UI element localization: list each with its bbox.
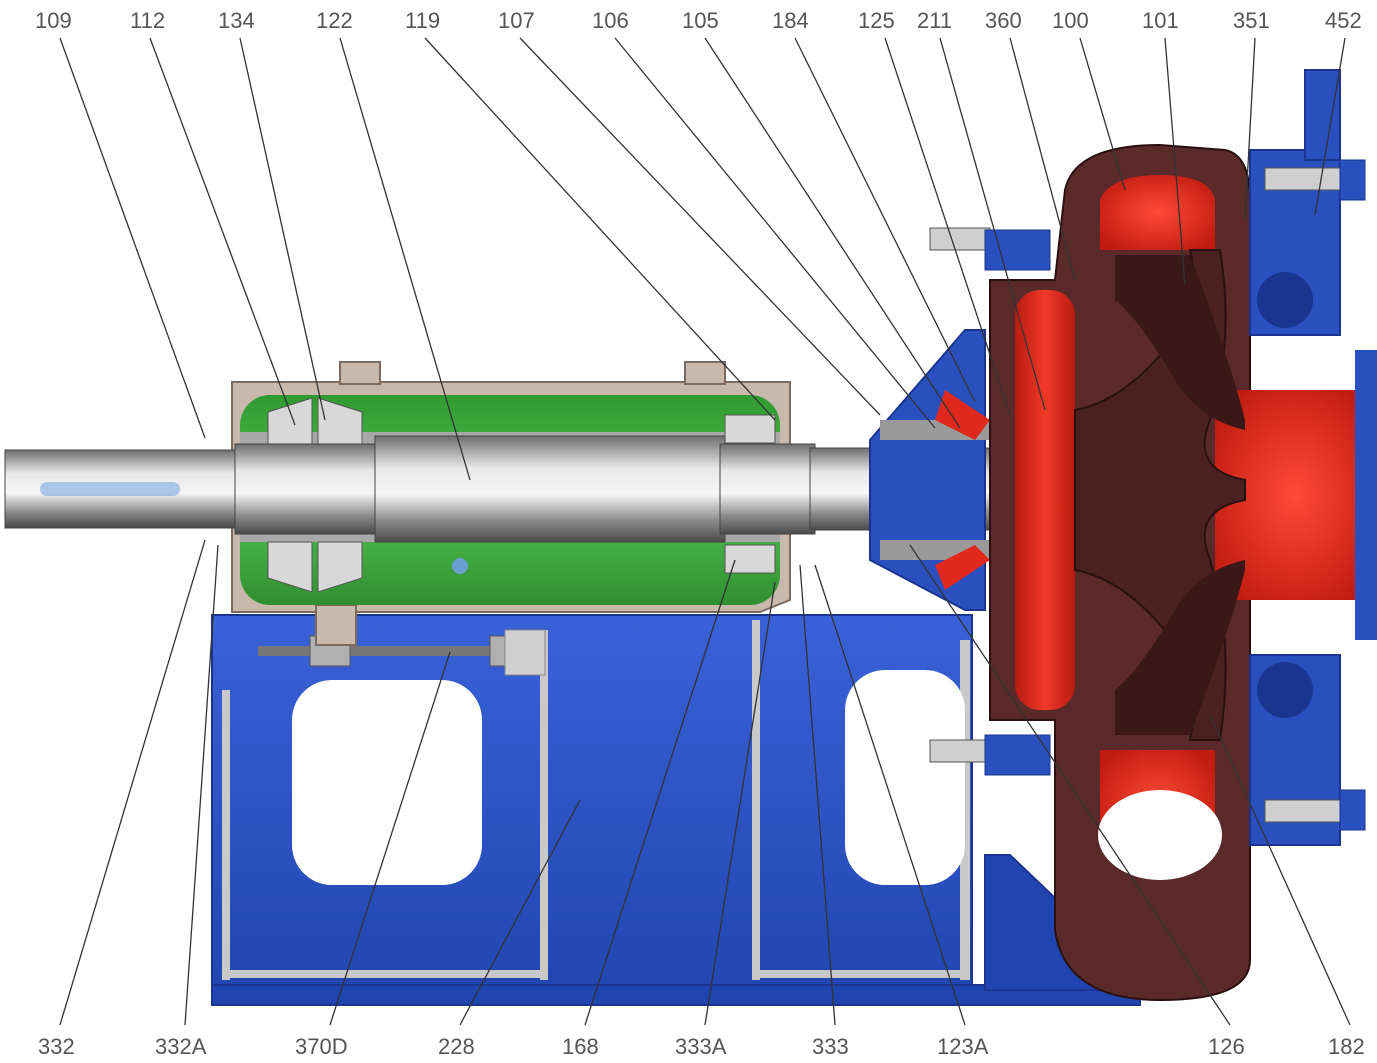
leader-lines-top — [59, 37, 1346, 481]
callout-182: 182 — [1328, 1034, 1365, 1059]
callout-101: 101 — [1142, 8, 1179, 33]
callout-105: 105 — [682, 8, 719, 33]
discharge-opening — [1098, 790, 1222, 880]
callout-100: 100 — [1052, 8, 1089, 33]
frame-window-right — [845, 670, 965, 885]
callout-332: 332 — [38, 1034, 75, 1059]
bearing-outboard — [267, 397, 363, 593]
callout-184: 184 — [772, 8, 809, 33]
callout-333: 333 — [812, 1034, 849, 1059]
callout-228: 228 — [438, 1034, 475, 1059]
callout-168: 168 — [562, 1034, 599, 1059]
callout-125: 125 — [858, 8, 895, 33]
frame-window-left — [292, 680, 482, 885]
callout-211: 211 — [917, 8, 952, 33]
callout-126: 126 — [1208, 1034, 1245, 1059]
callout-labels-top: 109 112 134 122 119 107 106 105 184 125 … — [35, 8, 1362, 33]
callout-452: 452 — [1325, 8, 1362, 33]
bearing-inboard — [724, 414, 776, 574]
adjusting-screw — [258, 646, 528, 656]
callout-112: 112 — [130, 8, 165, 33]
callout-106: 106 — [592, 8, 629, 33]
suction-cover — [929, 69, 1377, 846]
callout-122: 122 — [316, 8, 353, 33]
callout-333A: 333A — [675, 1034, 727, 1059]
callout-370D: 370D — [295, 1034, 348, 1059]
callout-360: 360 — [985, 8, 1022, 33]
callout-332A: 332A — [155, 1034, 207, 1059]
callout-labels-bottom: 332 332A 370D 228 168 333A 333 123A 126 … — [38, 1034, 1365, 1059]
callout-123A: 123A — [937, 1034, 989, 1059]
callout-134: 134 — [218, 8, 255, 33]
callout-351: 351 — [1233, 8, 1270, 33]
callout-109: 109 — [35, 8, 72, 33]
callout-119: 119 — [405, 8, 440, 33]
pump-casing — [989, 143, 1375, 1002]
stuffing-box — [869, 329, 1000, 611]
callout-107: 107 — [498, 8, 535, 33]
leader-lines-bottom — [59, 539, 1351, 1026]
